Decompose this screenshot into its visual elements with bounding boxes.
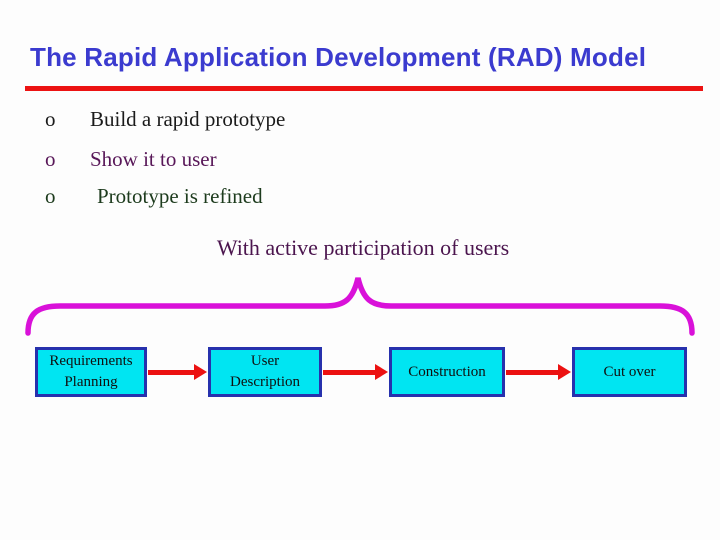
caption-active-participation: With active participation of users	[216, 235, 510, 260]
arrow-shaft	[148, 369, 194, 375]
arrow-head	[558, 364, 571, 380]
page-title: The Rapid Application Development (RAD) …	[30, 42, 647, 72]
flow-arrow-icon	[506, 364, 571, 380]
phase-label-line: Construction	[408, 363, 486, 380]
arrow-head	[375, 364, 388, 380]
phase-label-line: User	[250, 353, 280, 369]
phase-box-cut-over: Cut over	[572, 347, 687, 397]
flow-arrow-icon	[323, 364, 388, 380]
bullet-item-build-prototype: o Build a rapid prototype	[45, 107, 285, 132]
phase-label-line: Planning	[64, 374, 118, 390]
phase-box-user-description: User Description	[208, 347, 322, 397]
phase-label-line: Description	[230, 374, 300, 390]
phase-box-construction: Construction	[389, 347, 505, 397]
bullet-marker: o	[45, 147, 56, 171]
phase-label-line: Requirements	[49, 353, 133, 369]
title-underline	[25, 86, 703, 91]
bullet-item-prototype-refined: o Prototype is refined	[45, 184, 263, 209]
bullet-text: Prototype is refined	[97, 184, 263, 208]
bullet-marker: o	[45, 184, 56, 208]
arrow-head	[194, 364, 207, 380]
arrow-shaft	[506, 369, 558, 375]
flow-arrow-icon	[148, 364, 207, 380]
phase-label-line: Cut over	[603, 363, 656, 380]
bullet-marker: o	[45, 107, 56, 131]
bullet-item-show-to-user: o Show it to user	[45, 147, 217, 172]
phase-box-requirements-planning: Requirements Planning	[35, 347, 147, 397]
arrow-shaft	[323, 369, 375, 375]
bullet-text: Build a rapid prototype	[90, 107, 286, 131]
bullet-text: Show it to user	[90, 147, 217, 171]
